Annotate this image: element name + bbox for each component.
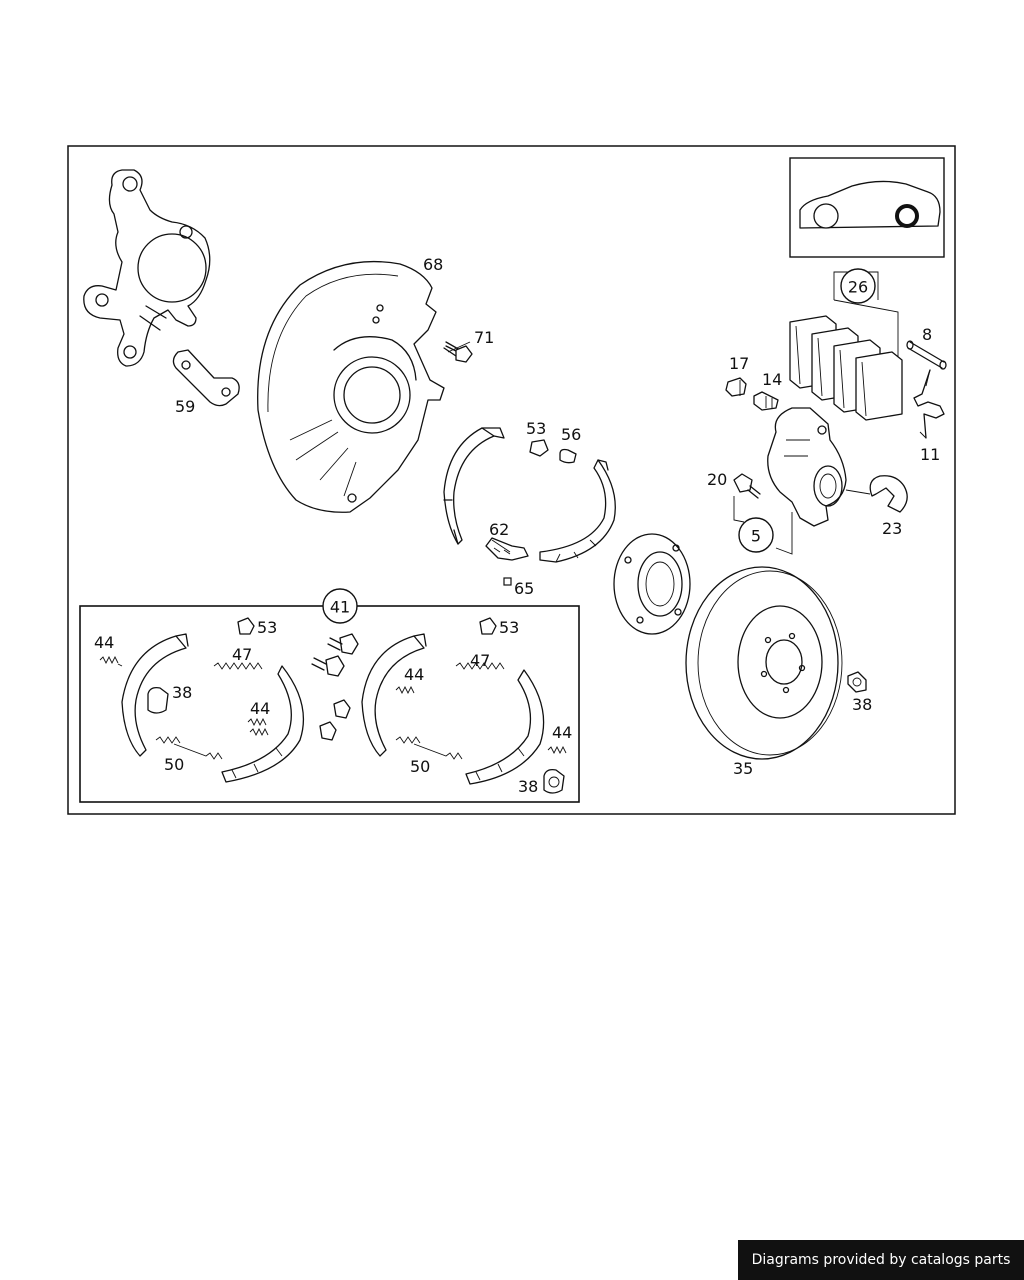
callout-38-a: 38 <box>172 683 192 702</box>
adjuster-nut-icon <box>529 439 549 457</box>
callout-44-a: 44 <box>94 633 114 652</box>
guide-pin-icon <box>906 340 947 370</box>
callout-44-b: 44 <box>250 699 270 718</box>
callout-47-b: 47 <box>470 651 490 670</box>
callout-11: 11 <box>920 445 940 464</box>
steering-knuckle-icon <box>83 169 211 367</box>
callout-23: 23 <box>882 519 902 538</box>
bleeder-cap-icon <box>725 377 747 397</box>
callout-68: 68 <box>423 255 443 274</box>
anti-rattle-spring-icon <box>913 369 945 439</box>
callout-circle-41 <box>322 588 358 624</box>
callout-59: 59 <box>175 397 195 416</box>
wheel-hub-icon <box>613 533 691 635</box>
callout-50-b: 50 <box>410 757 430 776</box>
diagram-frame <box>67 145 956 815</box>
parking-brake-shoe-icon <box>443 427 505 545</box>
callout-41: 41 <box>330 598 350 617</box>
callout-38-c: 38 <box>852 695 872 714</box>
callout-circle-5 <box>738 517 774 553</box>
bleeder-valve-icon <box>753 391 779 411</box>
parking-brake-shoe-icon-2 <box>539 459 616 563</box>
callout-14: 14 <box>762 370 782 389</box>
brake-caliper-icon <box>767 407 847 527</box>
callout-53-upper: 53 <box>526 419 546 438</box>
callout-50-a: 50 <box>164 755 184 774</box>
bracket-icon <box>172 349 240 407</box>
wrench-icon <box>845 475 908 513</box>
callout-44-c: 44 <box>404 665 424 684</box>
vehicle-locator-inset <box>789 157 945 258</box>
adjuster-assembly-icon <box>485 537 529 561</box>
rear-wheel-highlight-icon <box>895 204 919 228</box>
callout-circle-26 <box>840 268 876 304</box>
callout-56: 56 <box>561 425 581 444</box>
clip-icon <box>503 577 512 586</box>
callout-8: 8 <box>922 325 932 344</box>
callout-5: 5 <box>751 527 761 546</box>
caliper-bolt-icon <box>733 473 761 499</box>
wheel-bolt-icon <box>847 671 867 693</box>
callout-65: 65 <box>514 579 534 598</box>
callout-53-inset-left: 53 <box>257 618 277 637</box>
bushing-icon <box>559 448 577 464</box>
dust-shield-icon <box>257 260 445 513</box>
callout-35: 35 <box>733 759 753 778</box>
credit-banner: Diagrams provided by catalogs parts <box>738 1240 1024 1280</box>
callout-20: 20 <box>707 470 727 489</box>
callout-44-d: 44 <box>552 723 572 742</box>
callout-17: 17 <box>729 354 749 373</box>
callout-62: 62 <box>489 520 509 539</box>
callout-47-a: 47 <box>232 645 252 664</box>
callout-38-b: 38 <box>518 777 538 796</box>
brake-disc-icon <box>685 566 843 760</box>
car-silhouette-icon <box>799 180 941 229</box>
brake-pads-icon <box>789 271 903 421</box>
callout-71: 71 <box>474 328 494 347</box>
callout-26: 26 <box>848 278 868 297</box>
bolt-icon <box>443 341 473 363</box>
parking-brake-kit-inset <box>79 605 580 803</box>
callout-53-inset-right: 53 <box>499 618 519 637</box>
